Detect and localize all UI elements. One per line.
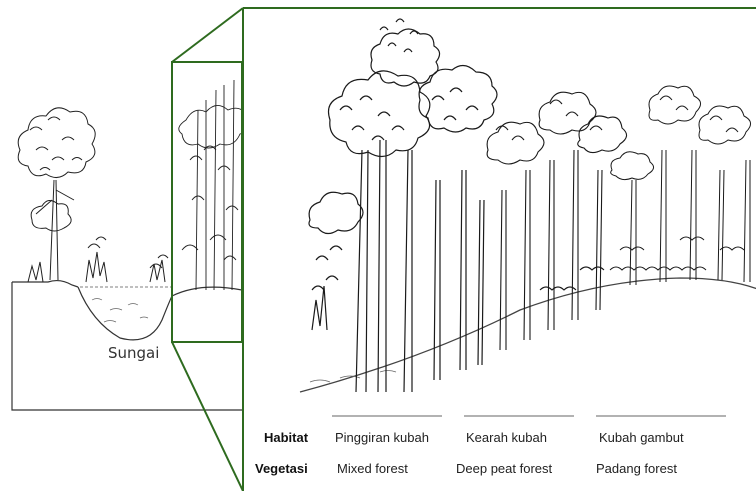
habitat-header: Habitat [264, 430, 308, 445]
overview-forest-detail [172, 80, 249, 296]
vegetation-mixed-forest: Mixed forest [337, 461, 408, 476]
zoomed-forest-detail [300, 19, 756, 392]
vegetation-padang-forest: Padang forest [596, 461, 677, 476]
mixed-forest-trees [309, 19, 497, 392]
habitat-toward-dome: Kearah kubah [466, 430, 547, 445]
overview-highlight-box [172, 62, 242, 342]
habitat-dome-edge: Pinggiran kubah [335, 430, 429, 445]
habitat-peat-dome: Kubah gambut [599, 430, 684, 445]
vegetation-header: Vegetasi [255, 461, 308, 476]
deep-peat-forest-trees [487, 92, 626, 350]
padang-forest-trees [610, 86, 751, 285]
projection-line-top [172, 8, 243, 62]
vegetation-deep-peat-forest: Deep peat forest [456, 461, 552, 476]
peat-dome-surface [300, 278, 756, 392]
zoom-frame [172, 8, 756, 491]
overview-tree [18, 108, 168, 282]
projection-line-bottom [172, 342, 243, 491]
river-label: Sungai [108, 344, 159, 362]
